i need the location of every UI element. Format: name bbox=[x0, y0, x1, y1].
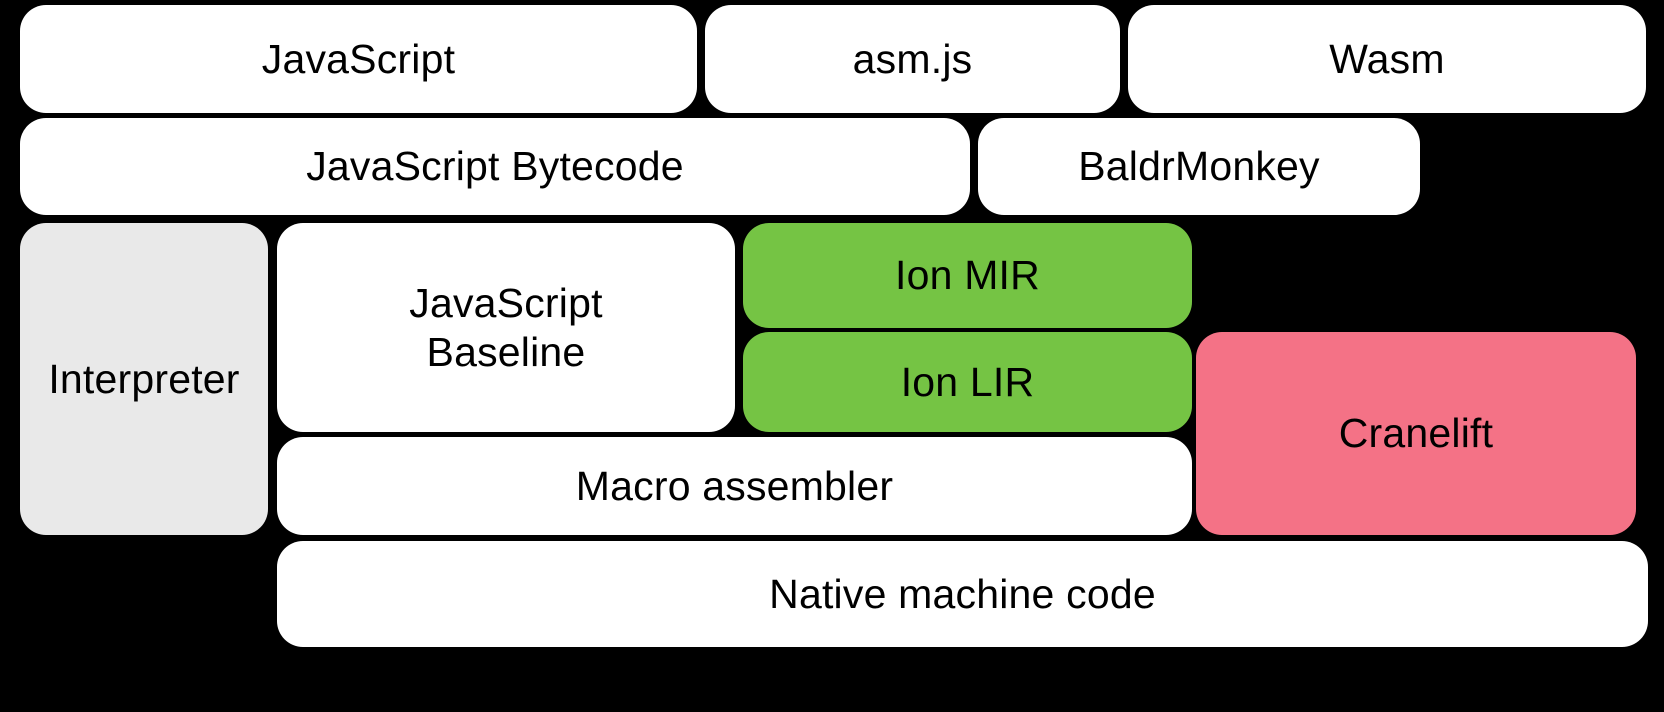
node-wasm-label: Wasm bbox=[1329, 35, 1445, 82]
node-javascript-bytecode[interactable]: JavaScript Bytecode bbox=[20, 118, 970, 215]
node-ion-lir-label: Ion LIR bbox=[900, 358, 1035, 405]
node-javascript-label: JavaScript bbox=[261, 35, 456, 82]
node-interpreter[interactable]: Interpreter bbox=[20, 223, 268, 535]
node-javascript-baseline[interactable]: JavaScript Baseline bbox=[277, 223, 735, 432]
node-ion-mir-label: Ion MIR bbox=[895, 252, 1040, 299]
node-javascript-baseline-label: JavaScript Baseline bbox=[409, 280, 603, 375]
node-ion-lir[interactable]: Ion LIR bbox=[743, 332, 1192, 432]
node-ion-mir[interactable]: Ion MIR bbox=[743, 223, 1192, 328]
node-asm-js[interactable]: asm.js bbox=[705, 5, 1120, 113]
node-cranelift[interactable]: Cranelift bbox=[1196, 332, 1636, 535]
node-wasm[interactable]: Wasm bbox=[1128, 5, 1646, 113]
node-baldrmonkey-label: BaldrMonkey bbox=[1078, 143, 1320, 190]
node-baldrmonkey[interactable]: BaldrMonkey bbox=[978, 118, 1420, 215]
node-native-machine-code-label: Native machine code bbox=[769, 570, 1156, 617]
node-macro-assembler[interactable]: Macro assembler bbox=[277, 437, 1192, 535]
node-cranelift-label: Cranelift bbox=[1338, 410, 1494, 457]
node-javascript[interactable]: JavaScript bbox=[20, 5, 697, 113]
node-javascript-bytecode-label: JavaScript Bytecode bbox=[306, 143, 684, 190]
node-native-machine-code[interactable]: Native machine code bbox=[277, 541, 1648, 647]
node-interpreter-label: Interpreter bbox=[48, 355, 240, 402]
node-macro-assembler-label: Macro assembler bbox=[575, 462, 894, 509]
node-asm-js-label: asm.js bbox=[852, 35, 973, 82]
